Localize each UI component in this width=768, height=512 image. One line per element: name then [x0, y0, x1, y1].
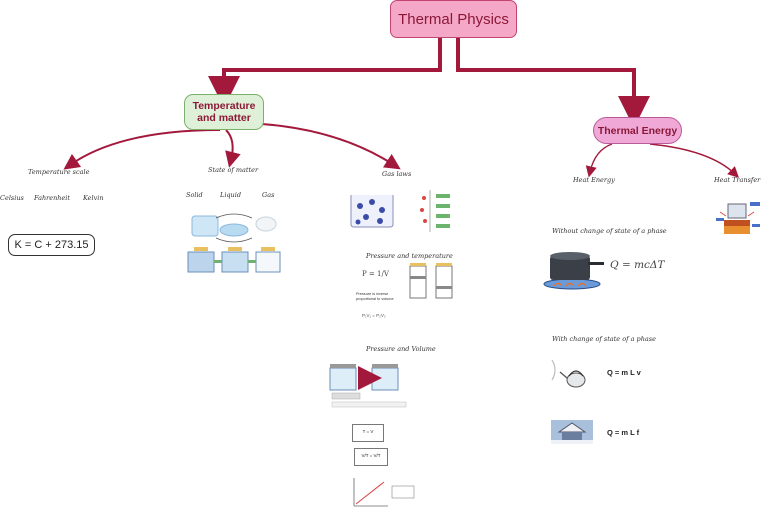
- gas-laws-title: Gas laws: [382, 170, 412, 178]
- pressure-temperature-title: Pressure and temperature: [366, 252, 453, 260]
- kelvin-formula: K = C + 273.15: [14, 239, 89, 251]
- root-title: Thermal Physics: [398, 10, 509, 28]
- piston-cylinders-illustration: [409, 263, 453, 299]
- pressure-volume-title: Pressure and Volume: [366, 345, 436, 353]
- vt-formula-box: V/T = V/T: [354, 448, 388, 466]
- connector-temperature-states: [225, 129, 241, 168]
- pot-on-stove-illustration: [543, 252, 604, 290]
- temperature-scale-title: Temperature scale: [28, 168, 90, 176]
- root-node[interactable]: Thermal Physics: [390, 0, 517, 38]
- state-liquid: Liquid: [220, 191, 241, 199]
- scale-celsius: Celsius: [0, 194, 24, 202]
- pressure-formula2: P₁V₁ = P₂V₂: [362, 313, 386, 318]
- tv-formula-box: T = V: [352, 424, 384, 442]
- fusion-formula: Q = m L f: [607, 428, 640, 437]
- temperature-title-line2: and matter: [197, 112, 251, 124]
- no-state-change-title: Without change of state of a phase: [552, 227, 667, 235]
- heated-containers-illustration: [329, 364, 407, 408]
- heat-formula: Q = mcΔT: [610, 259, 665, 271]
- temperature-node[interactable]: Temperature and matter: [184, 94, 264, 130]
- heat-transfer-illustration: [716, 202, 760, 234]
- connector-root-energy: [456, 38, 650, 128]
- kelvin-formula-box: K = C + 273.15: [8, 234, 95, 256]
- thermal-energy-node[interactable]: Thermal Energy: [593, 117, 682, 144]
- connector-temperature-gaslaws: [261, 123, 401, 170]
- heat-energy-label: Heat Energy: [573, 176, 615, 184]
- states-title: State of matter: [208, 166, 259, 174]
- molecule-chart-illustration: [420, 190, 450, 232]
- gas-beaker-illustration: [350, 195, 394, 228]
- scale-kelvin: Kelvin: [83, 194, 104, 202]
- vt-formula: V/T = V/T: [361, 453, 381, 458]
- kettle-illustration: [551, 359, 586, 388]
- connector-temperature-scale: [63, 129, 221, 170]
- scale-fahrenheit: Fahrenheit: [34, 194, 70, 202]
- states-of-matter-illustration: [187, 213, 281, 273]
- connector-energy-heat: [585, 143, 613, 178]
- pressure-caption: Pressure is inverse proportional to volu…: [356, 292, 394, 301]
- state-solid: Solid: [186, 191, 203, 199]
- connector-energy-transfer: [649, 143, 740, 178]
- thermal-energy-title: Thermal Energy: [597, 124, 678, 137]
- connector-root-temperature: [208, 38, 442, 108]
- temperature-title-line1: Temperature: [192, 100, 256, 112]
- frozen-house-illustration: [551, 420, 593, 444]
- state-change-title: With change of state of a phase: [552, 335, 656, 343]
- vaporization-formula: Q = m L v: [607, 368, 641, 377]
- tv-formula: T = V: [362, 429, 374, 434]
- pressure-formula: P = 1/V: [362, 270, 389, 278]
- heat-transfer-label: Heat Transfer: [714, 176, 761, 184]
- volume-temperature-graph: [353, 478, 415, 507]
- state-gas: Gas: [262, 191, 275, 199]
